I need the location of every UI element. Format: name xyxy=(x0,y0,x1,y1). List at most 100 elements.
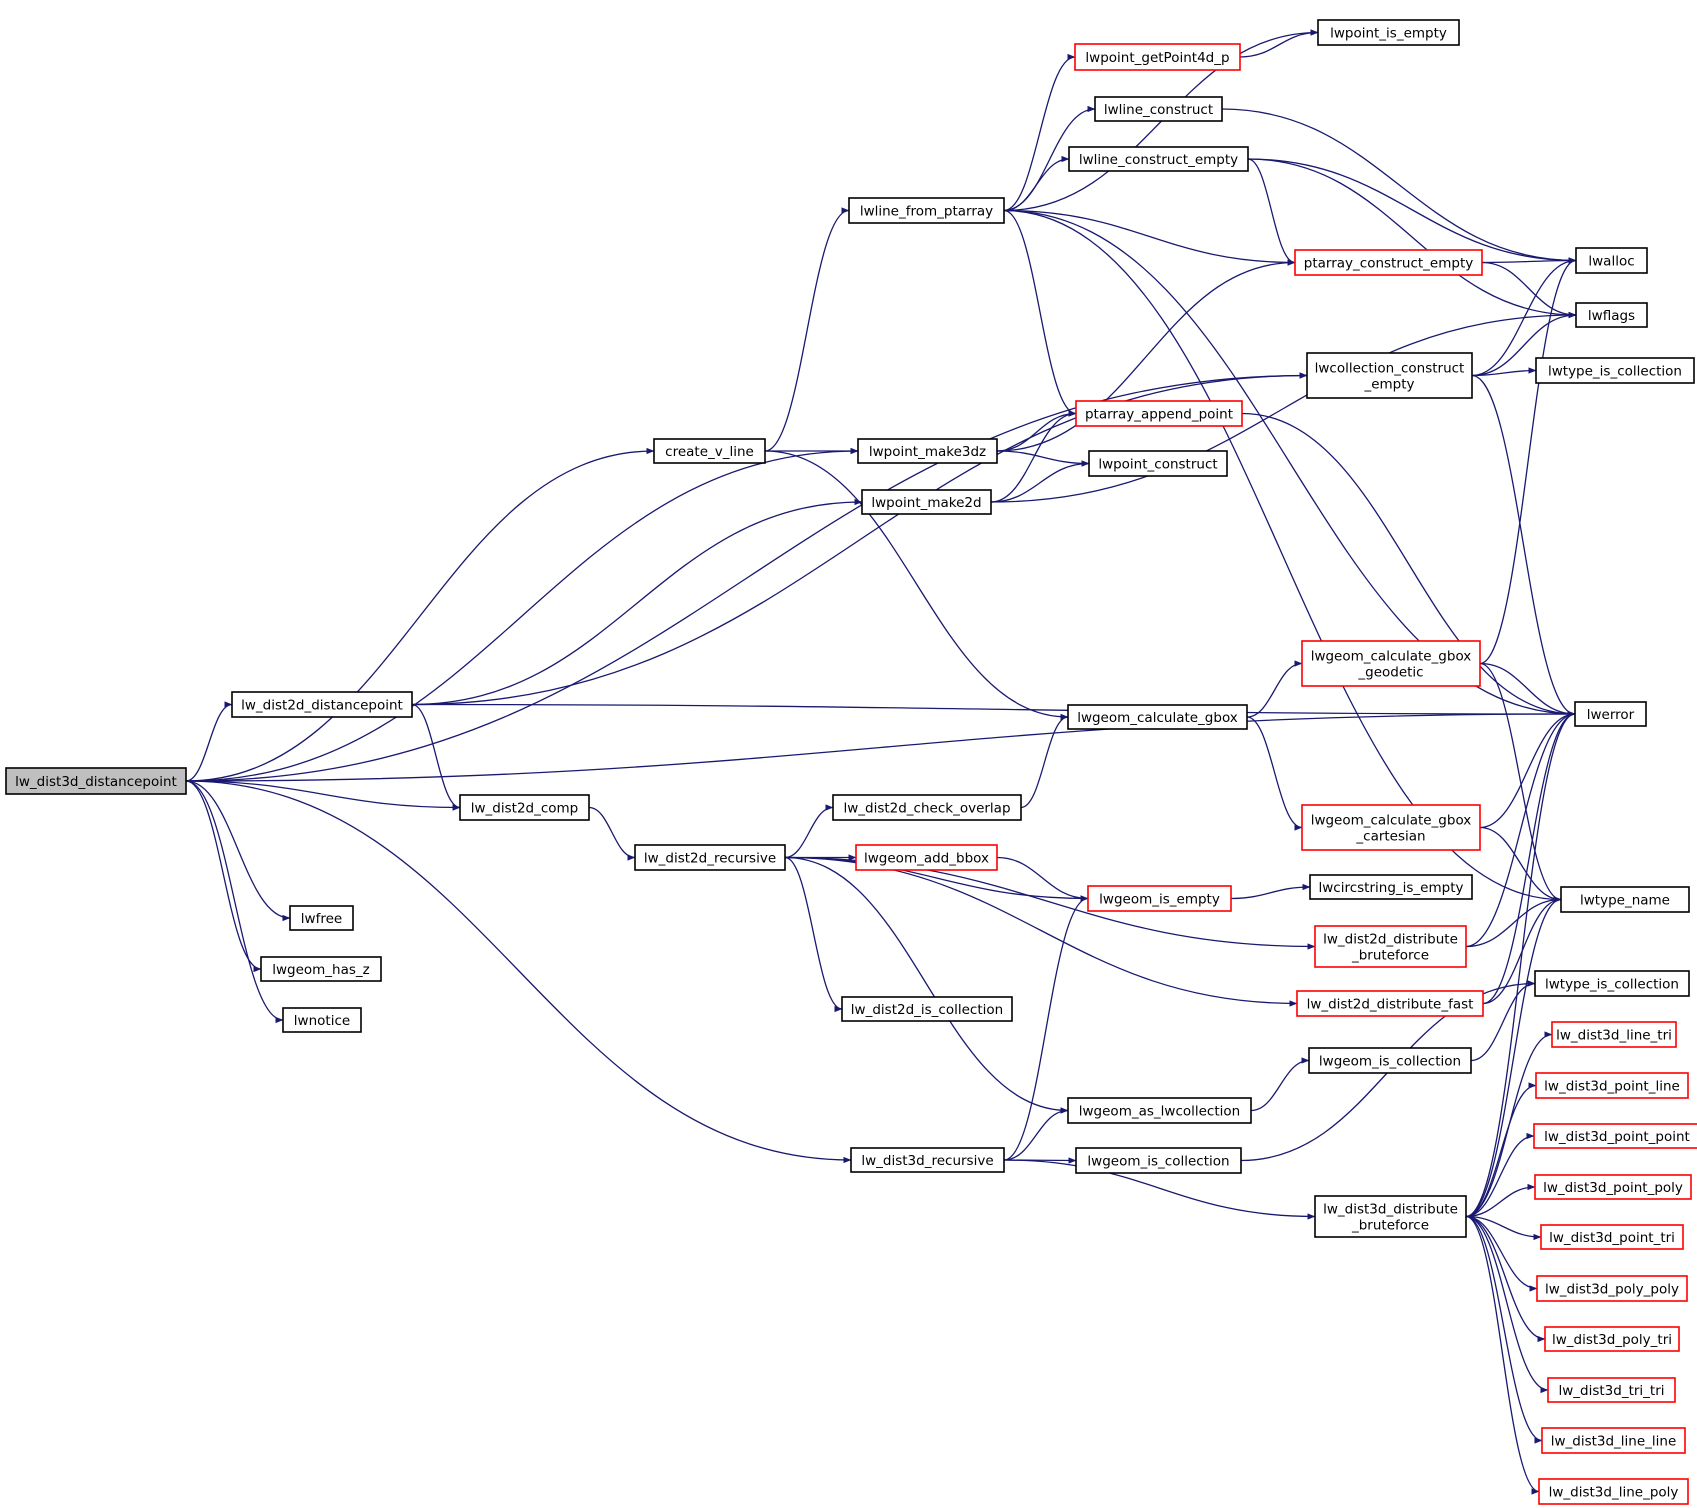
graph-node[interactable]: lwfree xyxy=(289,905,354,931)
graph-node[interactable]: lw_dist2d_recursive xyxy=(634,844,786,871)
node-box[interactable] xyxy=(1068,146,1249,172)
graph-node[interactable]: lw_dist3d_point_point xyxy=(1533,1123,1697,1149)
graph-node[interactable]: lwgeom_is_collection xyxy=(1075,1147,1242,1174)
node-box[interactable] xyxy=(1538,1478,1689,1505)
graph-node[interactable]: lwgeom_calculate_gbox_cartesian xyxy=(1301,804,1481,851)
node-box[interactable] xyxy=(855,844,998,871)
graph-node[interactable]: lwerror xyxy=(1574,701,1647,727)
node-box[interactable] xyxy=(459,794,590,821)
node-box[interactable] xyxy=(1534,970,1690,997)
graph-node[interactable]: lw_dist2d_distribute_bruteforce xyxy=(1314,925,1467,968)
node-box[interactable] xyxy=(1535,1072,1689,1099)
node-box[interactable] xyxy=(1306,352,1473,399)
graph-node[interactable]: lw_dist3d_line_poly xyxy=(1538,1478,1689,1505)
graph-node[interactable]: lw_dist2d_comp xyxy=(459,794,590,821)
graph-node[interactable]: lw_dist3d_line_tri xyxy=(1551,1021,1677,1048)
graph-node[interactable]: lwgeom_has_z xyxy=(260,956,382,982)
graph-node[interactable]: lwnotice xyxy=(282,1007,362,1033)
node-box[interactable] xyxy=(1575,247,1648,274)
graph-node[interactable]: lwgeom_add_bbox xyxy=(855,844,998,871)
node-box[interactable] xyxy=(1294,249,1483,276)
graph-node[interactable]: ptarray_append_point xyxy=(1075,400,1243,427)
node-box[interactable] xyxy=(1088,450,1228,477)
node-box[interactable] xyxy=(1074,43,1241,71)
node-box[interactable] xyxy=(1067,704,1248,730)
node-box[interactable] xyxy=(1534,1174,1692,1200)
graph-node[interactable]: lw_dist3d_recursive xyxy=(850,1147,1005,1173)
node-box[interactable] xyxy=(1575,302,1648,328)
graph-node[interactable]: lwpoint_getPoint4d_p xyxy=(1074,43,1241,71)
graph-node[interactable]: lwtype_is_collection xyxy=(1534,970,1690,997)
node-box[interactable] xyxy=(1535,357,1695,384)
node-box[interactable] xyxy=(832,794,1022,821)
graph-node[interactable]: lwpoint_make2d xyxy=(861,489,992,515)
node-box[interactable] xyxy=(1540,1224,1684,1250)
graph-node[interactable]: lw_dist2d_is_collection xyxy=(841,996,1013,1022)
node-box[interactable] xyxy=(231,691,413,718)
graph-node[interactable]: lwgeom_as_lwcollection xyxy=(1067,1097,1252,1124)
graph-node[interactable]: lw_dist3d_distribute_bruteforce xyxy=(1314,1195,1467,1238)
graph-node[interactable]: lwline_construct_empty xyxy=(1068,146,1249,172)
node-box[interactable] xyxy=(1317,19,1460,46)
graph-node[interactable]: ptarray_construct_empty xyxy=(1294,249,1483,276)
node-box[interactable] xyxy=(1536,1275,1688,1302)
node-box[interactable] xyxy=(5,767,187,795)
node-box[interactable] xyxy=(1309,874,1473,900)
graph-node[interactable]: lwgeom_calculate_gbox xyxy=(1067,704,1248,730)
graph-node[interactable]: lwalloc xyxy=(1575,247,1648,274)
node-box[interactable] xyxy=(282,1007,362,1033)
node-box[interactable] xyxy=(857,438,998,464)
node-box[interactable] xyxy=(1301,640,1481,687)
node-box[interactable] xyxy=(848,197,1005,224)
node-box[interactable] xyxy=(1067,1097,1252,1124)
node-box[interactable] xyxy=(1075,1147,1242,1174)
node-box[interactable] xyxy=(1560,886,1690,913)
graph-node[interactable]: lw_dist3d_distancepoint xyxy=(5,767,187,795)
graph-node[interactable]: lw_dist2d_check_overlap xyxy=(832,794,1022,821)
graph-node[interactable]: lwline_construct xyxy=(1094,96,1223,122)
graph-node[interactable]: lw_dist3d_tri_tri xyxy=(1547,1377,1676,1403)
node-box[interactable] xyxy=(289,905,354,931)
node-box[interactable] xyxy=(841,996,1013,1022)
node-box[interactable] xyxy=(1308,1047,1472,1074)
graph-node[interactable]: lwtype_name xyxy=(1560,886,1690,913)
graph-node[interactable]: lwpoint_construct xyxy=(1088,450,1228,477)
graph-node[interactable]: lw_dist3d_poly_tri xyxy=(1544,1326,1680,1352)
graph-node[interactable]: lwline_from_ptarray xyxy=(848,197,1005,224)
node-box[interactable] xyxy=(1087,885,1232,912)
node-box[interactable] xyxy=(1533,1123,1697,1149)
graph-node[interactable]: lwflags xyxy=(1575,302,1648,328)
node-box[interactable] xyxy=(850,1147,1005,1173)
node-box[interactable] xyxy=(1551,1021,1677,1048)
node-box[interactable] xyxy=(1301,804,1481,851)
graph-node[interactable]: lwgeom_is_empty xyxy=(1087,885,1232,912)
node-box[interactable] xyxy=(1094,96,1223,122)
graph-node[interactable]: lwpoint_is_empty xyxy=(1317,19,1460,46)
graph-node[interactable]: lwpoint_make3dz xyxy=(857,438,998,464)
node-box[interactable] xyxy=(861,489,992,515)
graph-node[interactable]: lwgeom_calculate_gbox_geodetic xyxy=(1301,640,1481,687)
node-box[interactable] xyxy=(260,956,382,982)
node-box[interactable] xyxy=(1547,1377,1676,1403)
node-box[interactable] xyxy=(1314,1195,1467,1238)
node-box[interactable] xyxy=(634,844,786,871)
graph-node[interactable]: lw_dist3d_point_tri xyxy=(1540,1224,1684,1250)
node-box[interactable] xyxy=(1541,1427,1686,1454)
graph-node[interactable]: lw_dist3d_line_line xyxy=(1541,1427,1686,1454)
graph-node[interactable]: lw_dist2d_distancepoint xyxy=(231,691,413,718)
node-box[interactable] xyxy=(1314,925,1467,968)
node-box[interactable] xyxy=(1544,1326,1680,1352)
graph-node[interactable]: lw_dist3d_point_line xyxy=(1535,1072,1689,1099)
graph-node[interactable]: create_v_line xyxy=(653,438,766,464)
graph-node[interactable]: lwgeom_is_collection xyxy=(1308,1047,1472,1074)
graph-node[interactable]: lwcollection_construct_empty xyxy=(1306,352,1473,399)
graph-node[interactable]: lw_dist3d_point_poly xyxy=(1534,1174,1692,1200)
graph-node[interactable]: lw_dist3d_poly_poly xyxy=(1536,1275,1688,1302)
graph-node[interactable]: lwtype_is_collection xyxy=(1535,357,1695,384)
graph-node[interactable]: lwcircstring_is_empty xyxy=(1309,874,1473,900)
node-box[interactable] xyxy=(1296,990,1484,1017)
node-box[interactable] xyxy=(653,438,766,464)
node-box[interactable] xyxy=(1075,400,1243,427)
graph-node[interactable]: lw_dist2d_distribute_fast xyxy=(1296,990,1484,1017)
node-box[interactable] xyxy=(1574,701,1647,727)
